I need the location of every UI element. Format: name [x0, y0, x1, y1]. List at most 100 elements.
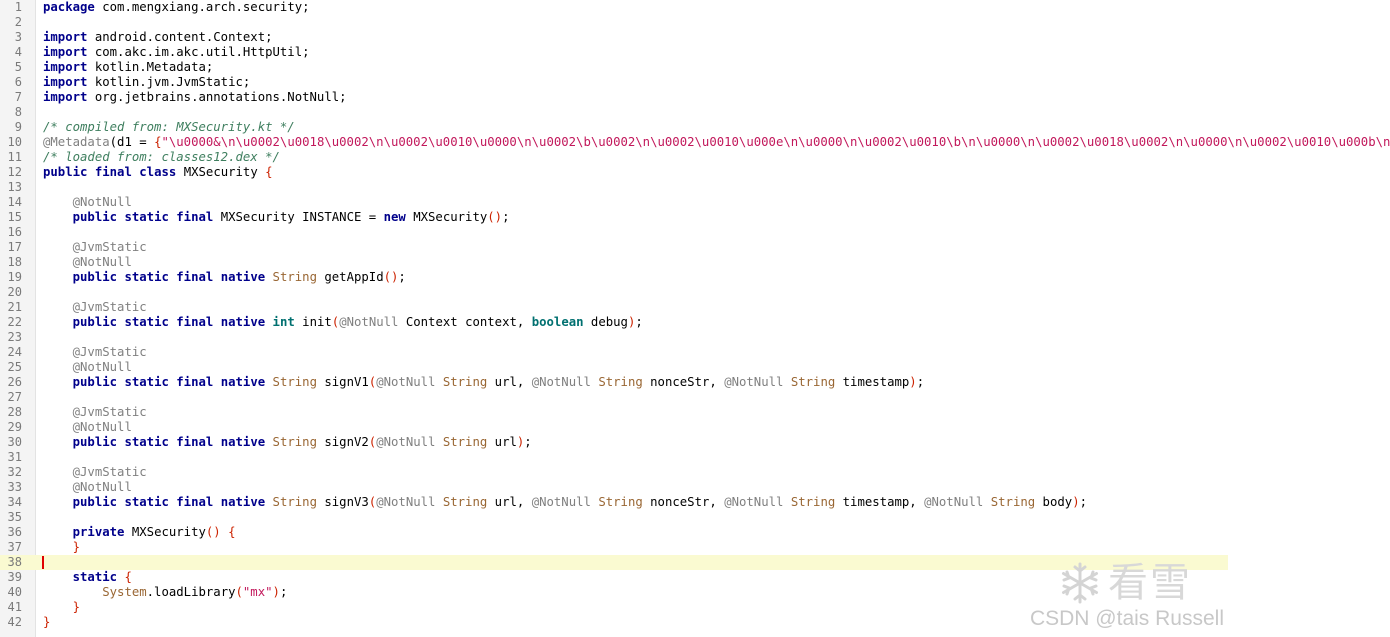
code-line[interactable]: 2	[0, 15, 1228, 30]
code-token	[43, 480, 73, 494]
code-line[interactable]: 13	[0, 180, 1228, 195]
code-line[interactable]: 17 @JvmStatic	[0, 240, 1228, 255]
code-token	[43, 435, 73, 449]
code-token: final	[176, 435, 214, 449]
code-token: String	[442, 435, 488, 449]
code-line[interactable]: 25 @NotNull	[0, 360, 1228, 375]
code-token	[43, 375, 73, 389]
code-token: ()	[383, 270, 399, 284]
code-line[interactable]: 23	[0, 330, 1228, 345]
line-number: 35	[7, 510, 22, 524]
code-line[interactable]: 8	[0, 105, 1228, 120]
code-token: import	[43, 60, 88, 74]
code-line[interactable]: 27	[0, 390, 1228, 405]
code-token: nonceStr,	[642, 375, 725, 389]
code-token: native	[220, 315, 266, 329]
code-line[interactable]: 18 @NotNull	[0, 255, 1228, 270]
code-token: "mx"	[242, 585, 273, 599]
line-number: 38	[7, 555, 22, 569]
code-line[interactable]: 21 @JvmStatic	[0, 300, 1228, 315]
code-token: MXSecurity	[405, 210, 488, 224]
code-token	[87, 165, 94, 179]
code-line[interactable]: 41 }	[0, 600, 1228, 615]
code-line[interactable]: 24 @JvmStatic	[0, 345, 1228, 360]
code-line[interactable]: 32 @JvmStatic	[0, 465, 1228, 480]
code-line[interactable]: 28 @JvmStatic	[0, 405, 1228, 420]
code-line[interactable]: 40 System.loadLibrary("mx");	[0, 585, 1228, 600]
code-line[interactable]: 14 @NotNull	[0, 195, 1228, 210]
line-number: 4	[14, 45, 22, 59]
code-line[interactable]: 35	[0, 510, 1228, 525]
code-line[interactable]: 30 public static final native String sig…	[0, 435, 1228, 450]
line-code: @NotNull	[43, 255, 1228, 270]
line-number-gutter	[0, 0, 36, 637]
code-line[interactable]: 16	[0, 225, 1228, 240]
code-token: signV3	[316, 495, 369, 509]
code-token	[213, 270, 220, 284]
code-line[interactable]: 9/* compiled from: MXSecurity.kt */	[0, 120, 1228, 135]
line-number: 2	[14, 15, 22, 29]
line-number: 13	[7, 180, 22, 194]
code-token: static	[124, 315, 169, 329]
watermark-credit: CSDN @tais Russell	[1029, 607, 1224, 630]
code-line[interactable]: 31	[0, 450, 1228, 465]
code-token: {	[154, 135, 162, 149]
code-token: String	[442, 495, 488, 509]
code-token: final	[176, 495, 214, 509]
code-token: @NotNull	[376, 435, 436, 449]
code-token: static	[124, 210, 169, 224]
code-token	[43, 270, 73, 284]
line-number: 28	[7, 405, 22, 419]
code-line[interactable]: 37 }	[0, 540, 1228, 555]
code-token: String	[272, 495, 317, 509]
line-number: 1	[14, 0, 22, 14]
code-token: static	[72, 570, 118, 584]
line-code: /* compiled from: MXSecurity.kt */	[43, 120, 1228, 135]
code-token	[43, 585, 102, 599]
code-token: String	[442, 375, 488, 389]
code-token: timestamp	[835, 375, 910, 389]
line-code: @JvmStatic	[43, 345, 1228, 360]
code-line[interactable]: 20	[0, 285, 1228, 300]
code-line[interactable]: 15 public static final MXSecurity INSTAN…	[0, 210, 1228, 225]
line-number: 17	[7, 240, 22, 254]
line-code: @NotNull	[43, 420, 1228, 435]
code-token: public	[72, 315, 118, 329]
line-number: 3	[14, 30, 22, 44]
code-line[interactable]: 26 public static final native String sig…	[0, 375, 1228, 390]
code-line[interactable]: 22 public static final native int init(@…	[0, 315, 1228, 330]
code-line[interactable]: 33 @NotNull	[0, 480, 1228, 495]
code-line[interactable]: 29 @NotNull	[0, 420, 1228, 435]
code-token: )	[272, 585, 280, 599]
code-token	[213, 435, 220, 449]
line-code: @JvmStatic	[43, 405, 1228, 420]
code-token: new	[383, 210, 406, 224]
code-line[interactable]: 42}	[0, 615, 1228, 630]
code-token: signV2	[316, 435, 369, 449]
line-code: }	[43, 540, 1228, 555]
line-code: public static final native String signV1…	[43, 375, 1228, 390]
code-line[interactable]: 11/* loaded from: classes12.dex */	[0, 150, 1228, 165]
code-token: @JvmStatic	[72, 405, 147, 419]
code-token: import	[43, 45, 88, 59]
current-code-line[interactable]: 38	[0, 555, 1228, 570]
code-token: ;	[524, 435, 532, 449]
code-line[interactable]: 34 public static final native String sig…	[0, 495, 1228, 510]
code-token	[43, 255, 73, 269]
code-line[interactable]: 36 private MXSecurity() {	[0, 525, 1228, 540]
line-code: public static final MXSecurity INSTANCE …	[43, 210, 1228, 225]
code-line[interactable]: 19 public static final native String get…	[0, 270, 1228, 285]
code-line[interactable]: 10@Metadata(d1 = {"\u0000&\n\u0002\u0018…	[0, 135, 1390, 150]
code-token: import	[43, 90, 88, 104]
code-token	[213, 495, 220, 509]
code-line[interactable]: 39 static {	[0, 570, 1228, 585]
